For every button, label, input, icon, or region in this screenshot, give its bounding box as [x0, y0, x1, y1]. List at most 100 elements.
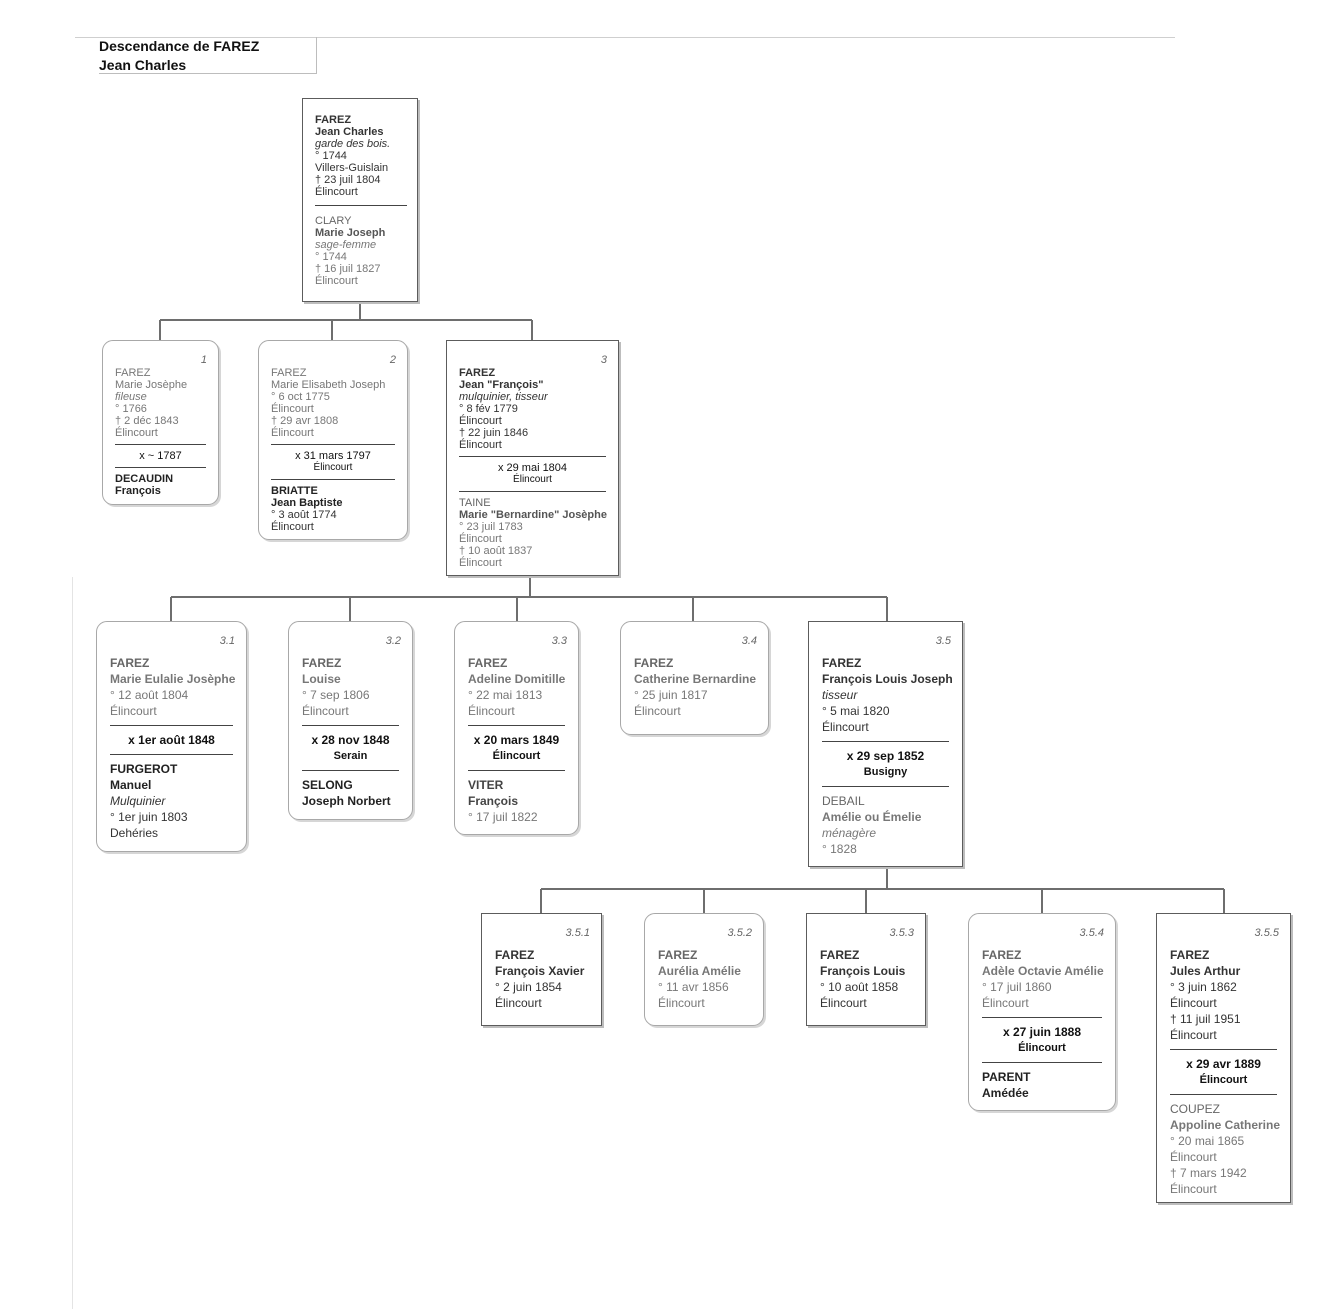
spouse-occupation: ménagère [822, 826, 877, 840]
person-birth: ° 22 mai 1813 [468, 688, 543, 702]
person-given-name: Aurélia Amélie [658, 964, 741, 978]
spouse-birth: ° 1744 [315, 251, 347, 263]
marriage-date: x 1er août 1848 [128, 733, 215, 747]
divider [271, 479, 395, 480]
person-number: 2 [389, 354, 396, 366]
marriage-place: Busigny [863, 766, 908, 778]
person-card-3-5-3[interactable]: 3.5.3 FAREZ François Louis ° 10 août 185… [806, 913, 926, 1026]
person-card-3-5-1[interactable]: 3.5.1 FAREZ François Xavier ° 2 juin 185… [481, 913, 602, 1026]
spouse-surname: BRIATTE [271, 485, 318, 497]
divider [302, 770, 399, 771]
spouse-given-name: Joseph Norbert [302, 794, 391, 808]
root-person-card[interactable]: FAREZ Jean Charles garde des bois. ° 174… [302, 98, 418, 302]
spouse-surname: COUPEZ [1170, 1102, 1221, 1116]
person-death: † 2 déc 1843 [115, 415, 179, 427]
person-given-name: François Louis Joseph [822, 672, 953, 686]
person-birth: ° 5 mai 1820 [822, 704, 890, 718]
spouse-birth-place: Élincourt [459, 533, 502, 545]
spouse-birth: ° 1er juin 1803 [110, 810, 188, 824]
spouse-surname: SELONG [302, 778, 353, 792]
person-number: 3.5.5 [1254, 927, 1279, 939]
person-given-name: Jean "François" [459, 379, 544, 391]
person-surname: FAREZ [820, 948, 860, 962]
person-death-place: Élincourt [115, 427, 158, 439]
person-death-place: Élincourt [315, 186, 358, 198]
spouse-given-name: Marie "Bernardine" Josèphe [459, 509, 607, 521]
person-card-3-3[interactable]: 3.3 FAREZ Adeline Domitille ° 22 mai 181… [454, 621, 579, 835]
person-number: 3.5.4 [1079, 927, 1104, 939]
spouse-death: † 7 mars 1942 [1170, 1166, 1247, 1180]
person-number: 1 [200, 354, 207, 366]
divider [1170, 1049, 1277, 1050]
person-surname: FAREZ [115, 367, 151, 379]
spouse-given-name: Amélie ou Émelie [822, 810, 922, 824]
spouse-given-name: François [115, 485, 161, 497]
spouse-birth-place: Élincourt [1170, 1150, 1217, 1164]
person-death: † 29 avr 1808 [271, 415, 339, 427]
marriage-date: x 27 juin 1888 [1002, 1025, 1082, 1039]
divider [271, 444, 395, 445]
spouse-birth: ° 3 août 1774 [271, 509, 337, 521]
person-number: 3.5.1 [565, 927, 590, 939]
person-birth: ° 11 avr 1856 [658, 980, 729, 994]
person-card-3-5-2[interactable]: 3.5.2 FAREZ Aurélia Amélie ° 11 avr 1856… [644, 913, 764, 1026]
person-card-3-1[interactable]: 3.1 FAREZ Marie Eulalie Josèphe ° 12 aoû… [96, 621, 247, 852]
divider [315, 205, 407, 206]
marriage-place: Élincourt [492, 750, 541, 762]
person-card-3-2[interactable]: 3.2 FAREZ Louise ° 7 sep 1806 Élincourt … [288, 621, 413, 820]
person-birth-place: Élincourt [271, 403, 314, 415]
person-birth-place: Élincourt [820, 996, 867, 1010]
person-surname: FAREZ [658, 948, 698, 962]
person-card-3-5-4[interactable]: 3.5.4 FAREZ Adèle Octavie Amélie ° 17 ju… [968, 913, 1116, 1111]
spouse-birth: ° 1828 [822, 842, 857, 856]
person-given-name: Adèle Octavie Amélie [982, 964, 1104, 978]
person-surname: FAREZ [822, 656, 862, 670]
person-occupation: garde des bois. [315, 138, 391, 150]
marriage-date: x 29 avr 1889 [1186, 1057, 1261, 1071]
spouse-surname: PARENT [982, 1070, 1031, 1084]
person-card-1[interactable]: 1 FAREZ Marie Josèphe fileuse ° 1766 † 2… [102, 340, 219, 505]
divider [302, 725, 399, 726]
spouse-surname: CLARY [315, 215, 352, 227]
spouse-occupation: sage-femme [315, 239, 377, 251]
person-birth: ° 25 juin 1817 [634, 688, 708, 702]
divider [982, 1062, 1102, 1063]
marriage-date: x 20 mars 1849 [473, 733, 560, 747]
person-surname: FAREZ [1170, 948, 1210, 962]
person-death: † 23 juil 1804 [315, 174, 381, 186]
person-card-2[interactable]: 2 FAREZ Marie Elisabeth Joseph ° 6 oct 1… [258, 340, 408, 540]
person-number: 3.2 [385, 635, 401, 647]
divider [459, 456, 606, 457]
spouse-birth-place: Dehéries [110, 826, 159, 840]
person-card-3-4[interactable]: 3.4 FAREZ Catherine Bernardine ° 25 juin… [620, 621, 769, 735]
person-given-name: Louise [302, 672, 341, 686]
spouse-birth: ° 20 mai 1865 [1170, 1134, 1245, 1148]
spouse-birth-place: Élincourt [271, 521, 314, 533]
spouse-death: † 10 août 1837 [459, 545, 533, 557]
spouse-given-name: Marie Joseph [315, 227, 386, 239]
spouse-given-name: Manuel [110, 778, 152, 792]
person-number: 3.5.3 [889, 927, 914, 939]
person-occupation: fileuse [115, 391, 147, 403]
person-death-place: Élincourt [459, 439, 502, 451]
person-death-place: Élincourt [271, 427, 314, 439]
spouse-surname: DEBAIL [822, 794, 865, 808]
person-birth-place: Élincourt [634, 704, 681, 718]
divider [1170, 1094, 1277, 1095]
person-card-3-5[interactable]: 3.5 FAREZ François Louis Joseph tisseur … [808, 621, 963, 867]
spouse-occupation: Mulquinier [110, 794, 166, 808]
person-occupation: mulquinier, tisseur [459, 391, 548, 403]
person-birth: ° 1744 [315, 150, 347, 162]
person-birth-place: Élincourt [459, 415, 502, 427]
divider [822, 741, 949, 742]
person-birth: ° 8 fév 1779 [459, 403, 518, 415]
spouse-birth: ° 17 juil 1822 [468, 810, 538, 824]
person-given-name: François Xavier [495, 964, 585, 978]
person-number: 3.5 [935, 635, 951, 647]
spouse-given-name: Amédée [982, 1086, 1029, 1100]
person-card-3-5-5[interactable]: 3.5.5 FAREZ Jules Arthur ° 3 juin 1862 É… [1156, 913, 1291, 1203]
person-given-name: Marie Elisabeth Joseph [271, 379, 386, 391]
person-birth-place: Élincourt [302, 704, 349, 718]
person-card-3[interactable]: 3 FAREZ Jean "François" mulquinier, tiss… [446, 340, 619, 576]
